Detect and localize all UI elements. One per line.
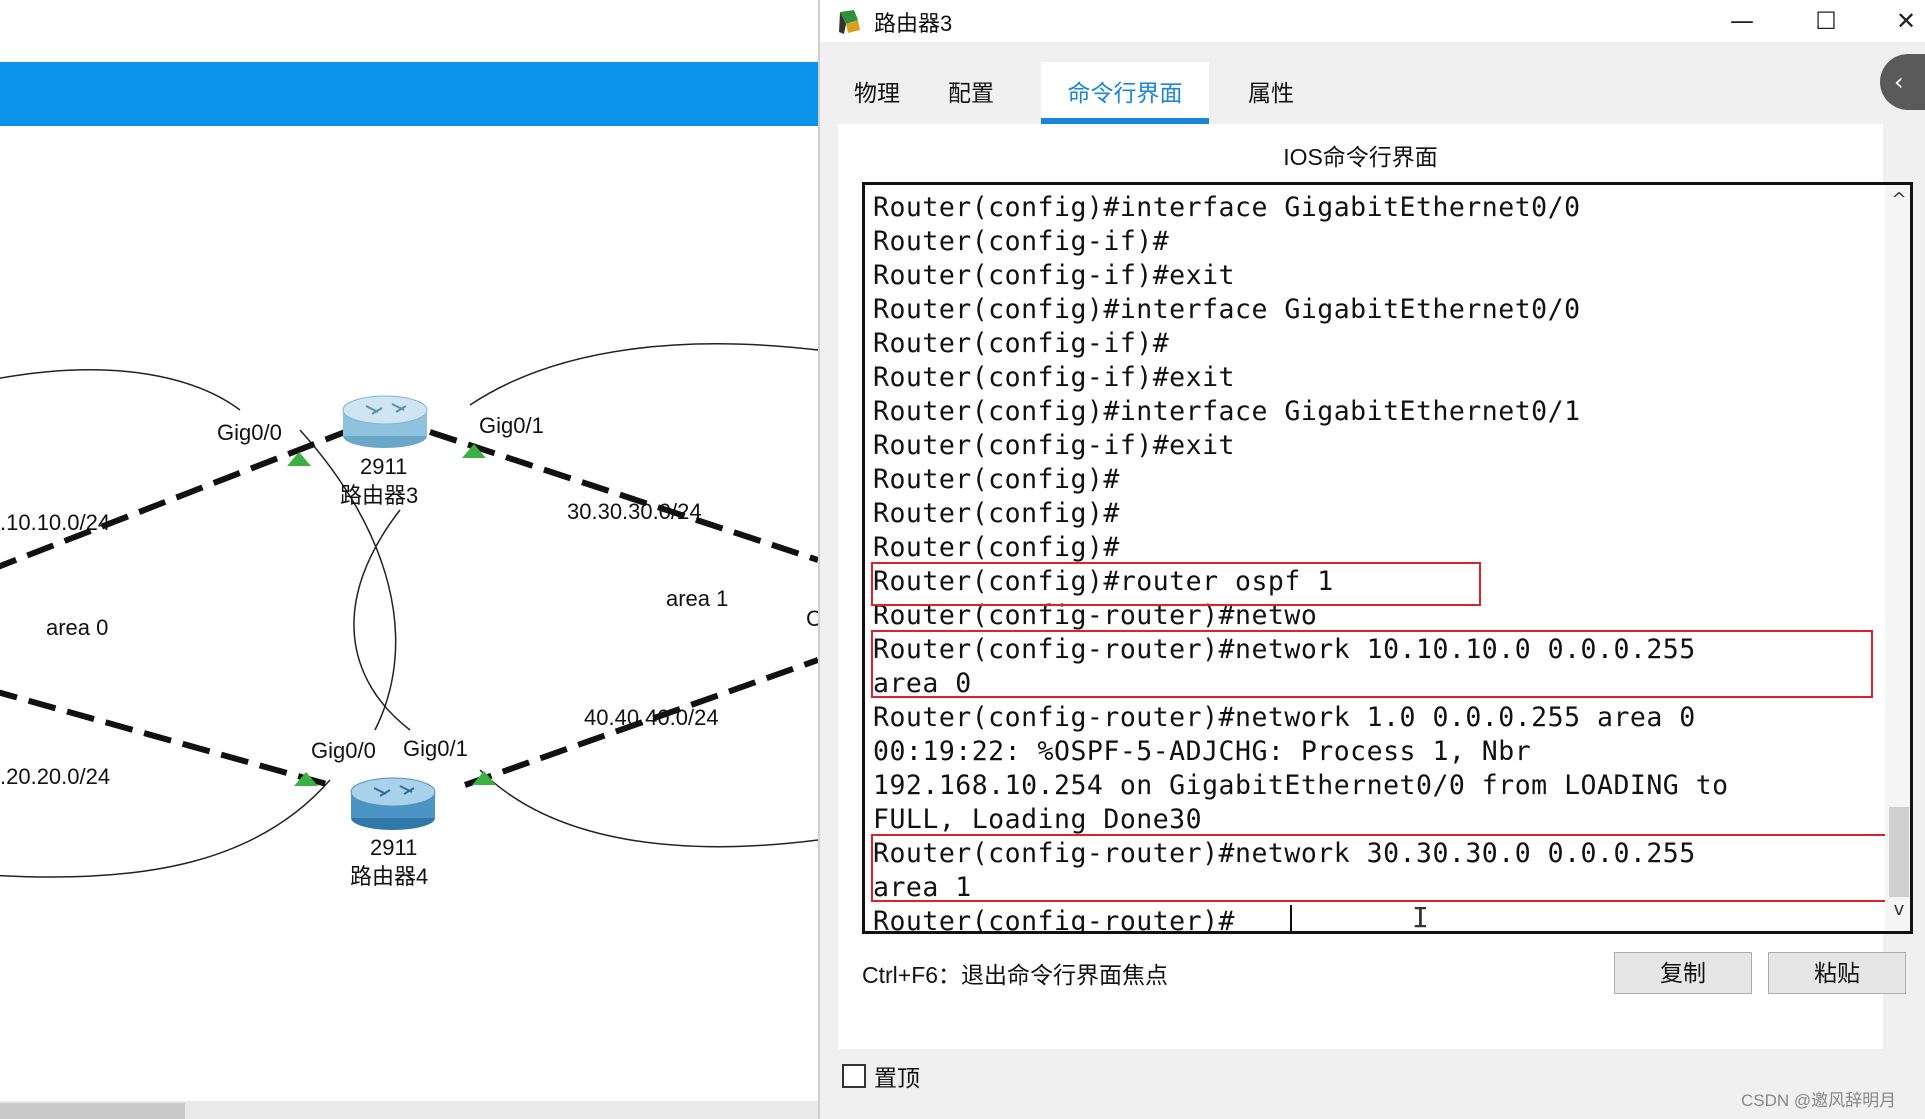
area1-boundary-top [469,343,818,406]
terminal-line: Router(config)# [873,532,1120,563]
r4-gig00-label: Gig0/0 [311,738,376,763]
router3-name-label: 路由器3 [340,483,418,508]
net-20-label: .20.20.0/24 [0,764,110,789]
scroll-down-icon[interactable]: v [1893,899,1905,920]
link-r3-gig01 [429,429,818,563]
terminal-line: 00:19:22: %OSPF-5-ADJCHG: Process 1, Nbr [873,736,1532,767]
terminal-output: Router(config)#interface GigabitEthernet… [873,191,1873,934]
focus-hint: Ctrl+F6：退出命令行界面焦点 [862,962,1169,988]
terminal-line: Router(config-router)#network 10.10.10.0… [873,634,1696,665]
terminal-line: 192.168.10.254 on GigabitEthernet0/0 fro… [873,770,1729,801]
net-40-label: 40.40.40.0/24 [584,705,719,730]
panel-title: IOS命令行界面 [1283,144,1438,170]
router4-name-label: 路由器4 [350,864,428,889]
tab-config[interactable]: 配置 [948,80,994,106]
port-marker [287,452,311,466]
router3-model-label: 2911 [360,454,407,479]
maximize-button[interactable]: ☐ [1815,7,1837,35]
area1-boundary-left [353,509,411,731]
terminal-line: Router(config-router)# [873,906,1235,934]
area0-boundary-bottom [0,779,331,878]
cli-terminal[interactable]: Router(config)#interface GigabitEthernet… [862,182,1913,934]
area1-boundary-bottom [479,769,818,848]
net-10-label: .10.10.0/24 [0,510,110,535]
terminal-line: Router(config-if)# [873,226,1170,257]
terminal-line: Router(config)#interface GigabitEthernet… [873,192,1581,223]
ibeam-cursor-icon: I [1412,901,1429,934]
topology-canvas[interactable]: Gig0/0 Gig0/1 2911 路由器3 .10.10.0/24 30.3… [0,0,818,1119]
edge-char-label: C [806,606,818,631]
router3-icon [342,395,428,448]
packet-tracer-icon [839,10,860,34]
tab-bar: 物理 配置 命令行界面 属性 [838,62,1873,124]
highlight-router-ospf [871,562,1481,606]
area1-label: area 1 [666,586,728,611]
highlight-network-30 [871,834,1889,902]
net-30-label: 30.30.30.0/24 [567,499,702,524]
tab-cli[interactable]: 命令行界面 [1041,62,1209,124]
terminal-line: area 1 [873,872,972,903]
r4-gig01-label: Gig0/1 [403,736,468,761]
area0-boundary-top [0,369,241,411]
window-title: 路由器3 [874,11,953,36]
terminal-line: FULL, Loading Done30 [873,804,1203,835]
terminal-line: Router(config-if)#exit [873,362,1235,393]
topology-diagram: Gig0/0 Gig0/1 2911 路由器3 .10.10.0/24 30.3… [0,343,818,889]
link-r3-gig00 [0,429,347,570]
copy-button[interactable]: 复制 [1614,952,1752,994]
terminal-line: Router(config-if)#exit [873,260,1235,291]
router-window: 路由器3 — ☐ ✕ ‹ 物理 配置 命令行界面 属性 IOS命令行界面 Rou… [818,0,1925,1119]
router4-icon [350,777,436,830]
link-r4-gig00 [0,689,331,788]
terminal-line: Router(config-router)#network 30.30.30.0… [873,838,1696,869]
canvas-scroll-thumb[interactable] [0,1103,185,1119]
terminal-line: Router(config-router)#network 1.0 0.0.0.… [873,702,1696,733]
port-marker [462,444,486,458]
text-cursor [1290,905,1292,931]
tab-physical[interactable]: 物理 [854,80,900,106]
scroll-up-icon[interactable]: ^ [1891,189,1907,210]
collapse-side-handle[interactable]: ‹ [1880,54,1925,110]
paste-button[interactable]: 粘贴 [1768,952,1906,994]
area0-label: area 0 [46,615,108,640]
highlight-network-10 [871,630,1873,698]
terminal-line: Router(config)#interface GigabitEthernet… [873,396,1581,427]
terminal-scroll-thumb[interactable] [1889,807,1909,897]
minimize-button[interactable]: — [1730,7,1754,35]
window-titlebar[interactable]: 路由器3 — ☐ ✕ [820,0,1925,42]
terminal-line: area 0 [873,668,972,699]
terminal-line: Router(config)# [873,498,1120,529]
terminal-line: Router(config-if)# [873,328,1170,359]
link-r4-gig01 [463,657,818,788]
close-button[interactable]: ✕ [1895,7,1917,35]
cli-panel: IOS命令行界面 Router(config)#interface Gigabi… [838,124,1913,1049]
router4-model-label: 2911 [370,835,417,860]
pin-top-checkbox[interactable] [842,1064,866,1088]
pin-top-label: 置顶 [874,1065,920,1091]
terminal-line: Router(config)#interface GigabitEthernet… [873,294,1581,325]
terminal-vertical-scrollbar[interactable]: ^ v [1885,185,1910,931]
r3-gig00-label: Gig0/0 [217,420,282,445]
terminal-line: Router(config-if)#exit [873,430,1235,461]
port-marker [294,772,318,786]
port-marker [472,771,496,785]
workspace-top-bar [0,62,818,126]
tab-attributes[interactable]: 属性 [1248,80,1294,106]
terminal-line: Router(config)# [873,464,1120,495]
canvas-horizontal-scrollbar[interactable] [0,1101,818,1119]
r3-gig01-label: Gig0/1 [479,413,544,438]
watermark: CSDN @邀风辞明月 [1741,1091,1897,1110]
terminal-line: Router(config)#router ospf 1 [873,566,1334,597]
area0-boundary-right [299,429,397,731]
